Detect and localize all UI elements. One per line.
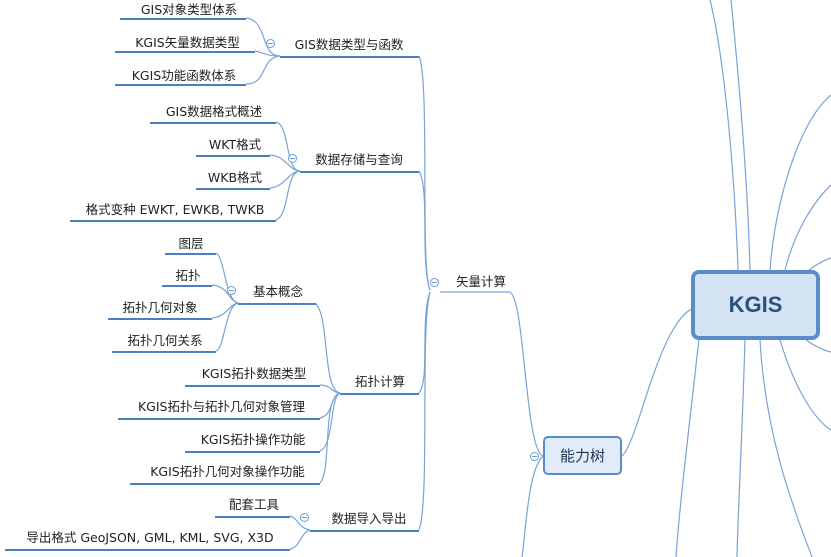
branch-underline xyxy=(340,393,419,395)
branch-underline xyxy=(238,303,316,305)
leaf-underline xyxy=(196,155,270,157)
leaf-node[interactable]: 拓扑几何关系 xyxy=(127,333,203,348)
leaf-node[interactable]: 配套工具 xyxy=(228,497,279,512)
root-node[interactable]: KGIS xyxy=(691,270,820,340)
collapse-toggle[interactable] xyxy=(288,154,297,163)
leaf-node[interactable]: 格式变种 EWKT, EWKB, TWKB xyxy=(85,202,265,217)
leaf-underline xyxy=(115,51,255,53)
leaf-underline xyxy=(70,220,276,222)
leaf-node[interactable]: KGIS拓扑与拓扑几何对象管理 xyxy=(137,399,305,414)
branch-underline xyxy=(280,56,419,58)
capability-tree-node[interactable]: 能力树 xyxy=(543,436,622,475)
leaf-underline xyxy=(185,451,320,453)
leaf-node[interactable]: KGIS功能函数体系 xyxy=(131,68,237,83)
leaf-node[interactable]: 图层 xyxy=(178,236,204,251)
leaf-node[interactable]: KGIS拓扑数据类型 xyxy=(201,366,307,381)
leaf-underline xyxy=(196,188,270,190)
leaf-node[interactable]: WKB格式 xyxy=(207,170,263,185)
leaf-underline xyxy=(120,18,246,20)
collapse-toggle[interactable] xyxy=(530,452,539,461)
branch-underline xyxy=(310,530,419,532)
leaf-node[interactable]: KGIS拓扑几何对象操作功能 xyxy=(150,464,305,479)
branch-underline xyxy=(300,171,419,173)
collapse-toggle[interactable] xyxy=(430,278,439,287)
leaf-node[interactable]: 拓扑几何对象 xyxy=(122,300,198,315)
leaf-underline xyxy=(118,418,320,420)
basic-concepts-node[interactable]: 基本概念 xyxy=(252,284,303,299)
leaf-underline xyxy=(108,318,212,320)
leaf-underline xyxy=(112,351,216,353)
collapse-toggle[interactable] xyxy=(266,39,275,48)
leaf-underline xyxy=(185,385,320,387)
vector-computing-node[interactable]: 矢量计算 xyxy=(455,274,506,289)
leaf-underline xyxy=(150,122,276,124)
branch-gis-data-types[interactable]: GIS数据类型与函数 xyxy=(294,37,404,52)
branch-data-import-export[interactable]: 数据导入导出 xyxy=(331,511,407,526)
leaf-underline xyxy=(130,483,320,485)
leaf-node[interactable]: GIS对象类型体系 xyxy=(140,2,238,17)
collapse-toggle[interactable] xyxy=(227,286,236,295)
leaf-node[interactable]: KGIS矢量数据类型 xyxy=(135,35,240,50)
leaf-underline xyxy=(5,549,290,551)
leaf-underline xyxy=(115,84,246,86)
leaf-node[interactable]: 拓扑 xyxy=(175,268,201,283)
leaf-node[interactable]: 导出格式 GeoJSON, GML, KML, SVG, X3D xyxy=(26,530,274,545)
leaf-node[interactable]: WKT格式 xyxy=(208,137,262,152)
branch-topology-computing[interactable]: 拓扑计算 xyxy=(354,374,405,389)
leaf-node[interactable]: GIS数据格式概述 xyxy=(165,104,263,119)
branch-data-storage-query[interactable]: 数据存储与查询 xyxy=(315,152,403,167)
leaf-underline xyxy=(162,285,212,287)
leaf-underline xyxy=(165,253,216,255)
leaf-node[interactable]: KGIS拓扑操作功能 xyxy=(200,432,306,447)
collapse-toggle[interactable] xyxy=(300,513,309,522)
leaf-underline xyxy=(215,516,290,518)
